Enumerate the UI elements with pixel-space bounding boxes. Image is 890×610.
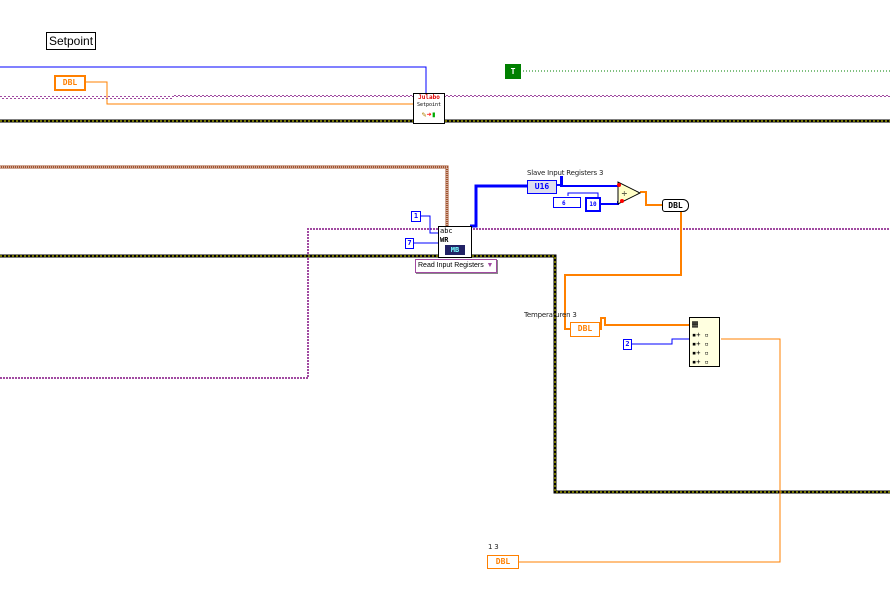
modbus-bottom-label: MB [445,245,465,255]
thermometer-icon: ✎➜▮ [421,110,437,119]
temperaturen-label: Temperaturen 3 [524,311,577,319]
wire-table-output [519,338,781,563]
constant-ten[interactable]: 10 [585,197,601,212]
error-wire-top-left [0,96,172,99]
modbus-top-label: abc [440,227,453,235]
constant-one[interactable]: 1 [411,211,421,222]
setpoint-dbl-constant[interactable]: DBL [54,75,86,91]
wire-setpoint [85,81,413,105]
constant-seven[interactable]: 7 [405,238,414,249]
wire-divide-output [640,191,662,206]
wire-to-table [600,317,689,330]
table-input-row: ▪+ ▫ [692,331,709,339]
wire-blue-top [0,66,427,93]
divide-node [617,181,642,205]
numeric-six-control[interactable]: 6 [553,197,581,208]
error-wire-lower [0,228,438,379]
wire-temperature [564,212,682,330]
wire-u16-to-divide [557,176,618,187]
dropdown-arrow-icon[interactable]: ▼ [486,262,494,269]
wire-ten-to-divide [600,201,619,205]
setpoint-free-label: Setpoint [46,32,97,50]
table-input-row: ▪+ ▫ [692,358,709,366]
function-ring[interactable]: Read Input Registers ▼ [415,259,497,273]
error-wire-top-mid [172,95,413,98]
wire-constant-one [421,215,438,234]
julabo-setpoint-subvi[interactable]: Julabo Setpoint ✎➜▮ [413,93,445,124]
build-table-node[interactable]: ▦ ▪+ ▫ ▪+ ▫ ▪+ ▫ ▪+ ▫ [689,317,720,367]
slave-registers-indicator: U16 [527,180,557,194]
output-13-label: 1 3 [488,543,499,551]
function-ring-label: Read Input Registers [418,262,484,269]
table-input-row: ▪+ ▫ [692,349,709,357]
modbus-mid-label: WR [440,236,449,244]
error-wire-top-right [445,95,890,98]
modbus-read-node[interactable]: abc WR MB [438,226,472,258]
boolean-true-constant[interactable]: T [505,64,521,79]
wire-six [567,192,599,197]
refnum-wire-lower [0,254,890,494]
converted-dbl-node: DBL [662,199,689,212]
output-13-indicator: DBL [487,555,519,569]
wire-registers [470,184,527,228]
divide-icon: ÷ [621,189,628,198]
julabo-subtitle: Setpoint [416,102,442,108]
slave-registers-label: Slave Input Registers 3 [527,169,604,177]
wire-constant-two [632,338,689,345]
table-icon: ▦ [692,319,699,330]
julabo-title: Julabo [418,94,440,101]
table-input-row: ▪+ ▫ [692,340,709,348]
temperaturen-indicator: DBL [570,322,600,337]
constant-two[interactable]: 2 [623,339,632,350]
wire-modbus-refnum [0,165,449,227]
